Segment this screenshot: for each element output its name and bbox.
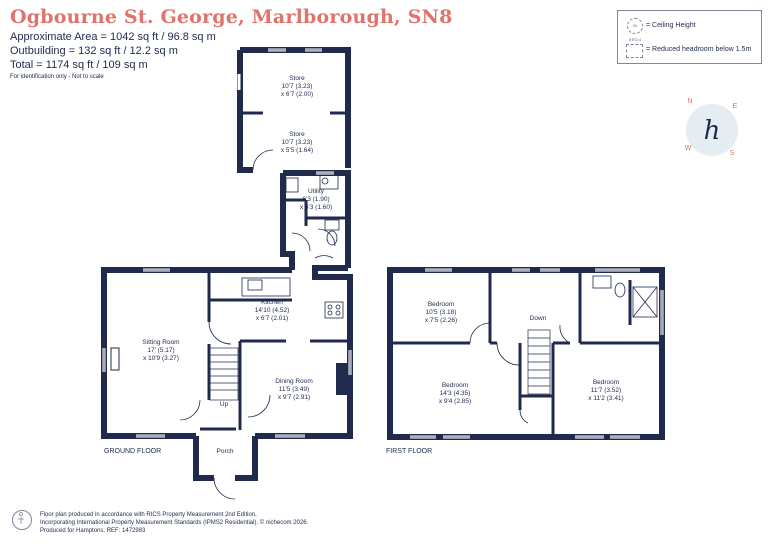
ground-floor-internal-walls [200, 198, 348, 431]
dining-room-chimney [336, 363, 347, 395]
kitchen-dim2: x 6'7 (2.01) [256, 315, 288, 322]
first-floor-window-lines [410, 269, 663, 438]
compass-east: E [733, 103, 738, 110]
store2-name: Store [289, 131, 305, 138]
reduced-headroom-label: = Reduced headroom below 1.5m [646, 46, 752, 53]
utility-dim2: x 5'3 (1.60) [300, 204, 332, 211]
bedroom1-name: Bedroom [428, 301, 454, 308]
window-lines [103, 49, 351, 437]
outbuilding-area: Outbuilding = 132 sq ft / 12.2 sq m [10, 45, 178, 57]
approximate-area: Approximate Area = 1042 sq ft / 96.8 sq … [10, 31, 216, 43]
first-floor-stairs [527, 329, 551, 395]
kitchen-fittings [241, 174, 344, 319]
ground-floor-label: GROUND FLOOR [104, 448, 162, 455]
footer-line-1: Floor plan produced in accordance with R… [40, 512, 257, 518]
bedroom2-dim2: x 9'4 (2.85) [439, 398, 471, 405]
bedroom3-dim2: x 11'2 (3.41) [588, 395, 623, 402]
ground-floor-door-swings [179, 228, 336, 500]
sitting-room-fireplace [110, 347, 120, 371]
footer-line-3: Produced for Hamptons. REF: 1472983 [40, 528, 146, 534]
store1-dim1: 10'7 (3.23) [282, 83, 313, 90]
stairs-up-label: Up [220, 401, 229, 408]
reduced-headroom-symbol [626, 44, 643, 58]
ceiling-height-symbol: Ch 8'5"/2.4 [627, 18, 643, 42]
bedroom1-dim2: x 7'5 (2.26) [425, 317, 457, 324]
first-floor-walls [387, 267, 665, 440]
store1-name: Store [289, 75, 305, 82]
footer-line-2: Incorporating International Property Mea… [40, 520, 309, 526]
compass-south: S [730, 150, 735, 157]
ground-floor-windows [102, 48, 352, 438]
compass-circle [686, 104, 738, 156]
ground-floor-stairs [209, 347, 239, 401]
utility-dim1: 6'3 (1.90) [302, 196, 329, 203]
store-door-swing [252, 149, 274, 171]
compass-west: W [685, 145, 692, 152]
legend-box: Ch 8'5"/2.4 = Ceiling Height = Reduced h… [617, 10, 762, 64]
bedroom3-dim1: 11'7 (3.52) [591, 387, 621, 394]
dining-room-dim2: x 9'7 (2.91) [278, 394, 310, 401]
bedroom1-dim1: 10'5 (3.18) [426, 309, 457, 316]
kitchen-dim1: 14'10 (4.52) [255, 307, 290, 314]
bedroom3-name: Bedroom [593, 379, 619, 386]
stairs-down-label: Down [530, 315, 547, 322]
dining-room-name: Dining Room [275, 378, 313, 385]
utility-name: Utility [308, 188, 325, 195]
bedroom2-dim1: 14'3 (4.35) [440, 390, 471, 397]
ceiling-height-label: = Ceiling Height [646, 22, 696, 29]
first-floor-internal-walls [393, 273, 659, 434]
kitchen-name: Kitchen [261, 299, 283, 306]
info-circle-icon [12, 510, 32, 530]
store2-dim2: x 5'5 (1.64) [281, 147, 313, 154]
sitting-room-dim1: 17' (5.17) [147, 347, 174, 354]
store1-dim2: x 6'7 (2.00) [281, 91, 313, 98]
total-area: Total = 1174 sq ft / 109 sq m [10, 59, 148, 71]
dining-room-dim1: 11'5 (3.49) [279, 386, 309, 393]
logo-letter: h [704, 116, 721, 146]
property-title: Ogbourne St. George, Marlborough, SN8 [10, 6, 453, 28]
footer-text: Floor plan produced in accordance with R… [40, 511, 308, 535]
first-floor-windows [410, 268, 664, 439]
store2-dim1: 10'7 (3.23) [282, 139, 313, 146]
bathroom-fittings [592, 275, 658, 318]
compass-logo: h N E S W [685, 98, 738, 157]
compass-north: N [687, 98, 692, 105]
disclaimer: For identification only - Not to scale [10, 74, 104, 80]
porch-name: Porch [217, 448, 234, 455]
sitting-room-name: Sitting Room [142, 339, 179, 346]
bedroom2-name: Bedroom [442, 382, 468, 389]
sitting-room-dim2: x 10'9 (3.27) [143, 355, 179, 362]
first-floor-door-swings [469, 322, 571, 424]
first-floor-label: FIRST FLOOR [386, 448, 433, 455]
